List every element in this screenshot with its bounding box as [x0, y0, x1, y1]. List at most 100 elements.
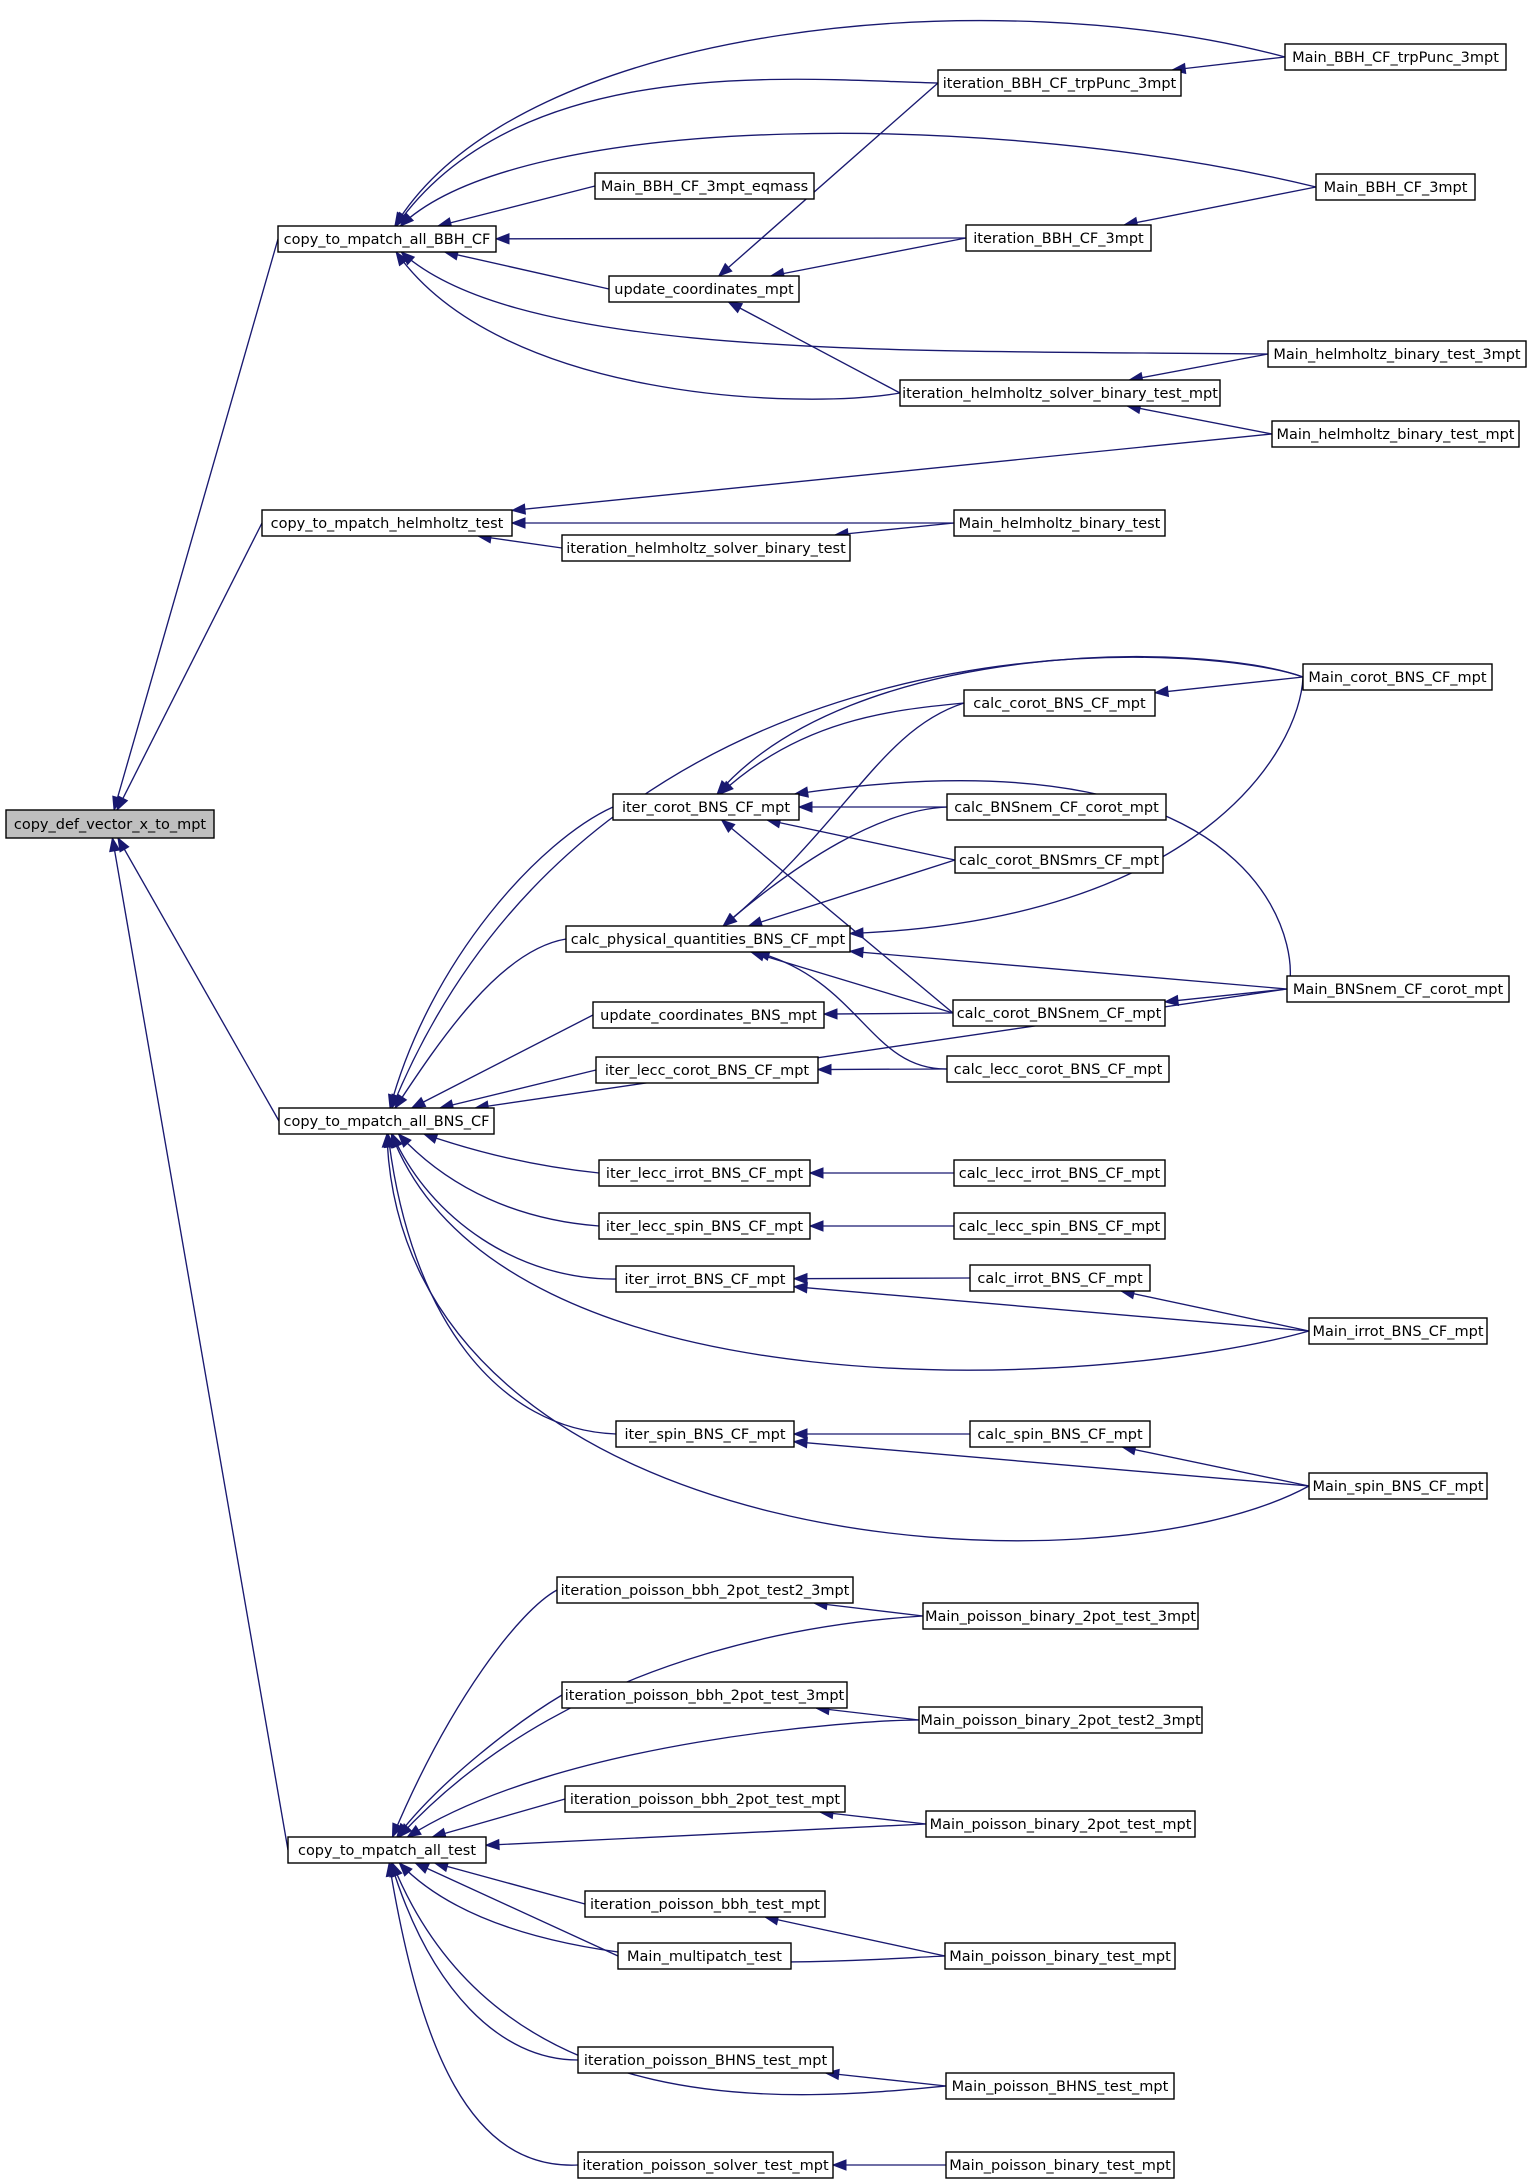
node-calc_spin[interactable]: calc_spin_BNS_CF_mpt	[969, 1420, 1151, 1448]
node-box[interactable]	[617, 1942, 792, 1970]
node-box[interactable]	[1308, 1472, 1488, 1500]
node-iter_lecc_irrot[interactable]: iter_lecc_irrot_BNS_CF_mpt	[598, 1159, 811, 1187]
node-box[interactable]	[261, 509, 513, 537]
node-main_corot[interactable]: Main_corot_BNS_CF_mpt	[1302, 663, 1493, 691]
node-upd_coord_bns[interactable]: update_coordinates_BNS_mpt	[592, 1001, 825, 1029]
node-iter_irrot[interactable]: iter_irrot_BNS_CF_mpt	[615, 1265, 795, 1293]
node-main_p_2pot_mpt[interactable]: Main_poisson_binary_2pot_test_mpt	[925, 1810, 1196, 1838]
node-calc_corot[interactable]: calc_corot_BNS_CF_mpt	[963, 689, 1156, 717]
node-box[interactable]	[564, 1785, 846, 1813]
node-box[interactable]	[952, 999, 1166, 1027]
node-helm_test[interactable]: copy_to_mpatch_helmholtz_test	[261, 509, 513, 537]
node-box[interactable]	[615, 1420, 795, 1448]
node-box[interactable]	[965, 224, 1152, 252]
node-main_helm_mpt[interactable]: Main_helmholtz_binary_test_mpt	[1271, 420, 1520, 448]
node-box[interactable]	[945, 2072, 1175, 2100]
node-box[interactable]	[1308, 1317, 1488, 1345]
node-it_p_bbh_2pot_3[interactable]: iteration_poisson_bbh_2pot_test_3mpt	[561, 1681, 848, 1709]
node-iter_spin[interactable]: iter_spin_BNS_CF_mpt	[615, 1420, 795, 1448]
node-box[interactable]	[565, 925, 851, 953]
node-root[interactable]: copy_def_vector_x_to_mpt	[5, 809, 215, 839]
node-calc_corot_bnsnem[interactable]: calc_corot_BNSnem_CF_mpt	[952, 999, 1166, 1027]
node-box[interactable]	[577, 2046, 834, 2074]
node-box[interactable]	[946, 1055, 1170, 1083]
node-it_p_solver[interactable]: iteration_poisson_solver_test_mpt	[577, 2151, 834, 2179]
node-box[interactable]	[598, 1212, 811, 1240]
node-box[interactable]	[918, 1706, 1203, 1734]
node-box[interactable]	[953, 509, 1166, 537]
node-box[interactable]	[922, 1602, 1199, 1630]
node-calc_lecc_spin[interactable]: calc_lecc_spin_BNS_CF_mpt	[953, 1212, 1166, 1240]
node-it_p_bbh_mpt[interactable]: iteration_poisson_bbh_test_mpt	[584, 1890, 826, 1918]
node-it_p_bbh_2pot_t2[interactable]: iteration_poisson_bbh_2pot_test2_3mpt	[556, 1576, 854, 1604]
node-box[interactable]	[556, 1576, 854, 1604]
node-box[interactable]	[969, 1264, 1151, 1292]
node-box[interactable]	[946, 793, 1167, 821]
node-main_p_2pot_t2[interactable]: Main_poisson_binary_2pot_test2_3mpt	[918, 1706, 1203, 1734]
node-main_bnsnem[interactable]: Main_BNSnem_CF_corot_mpt	[1286, 975, 1510, 1003]
node-box[interactable]	[598, 1159, 811, 1187]
node-calc_phys[interactable]: calc_physical_quantities_BNS_CF_mpt	[565, 925, 851, 953]
node-box[interactable]	[944, 1942, 1176, 1970]
node-box[interactable]	[954, 846, 1164, 874]
node-calc_bnsnem_corot[interactable]: calc_BNSnem_CF_corot_mpt	[946, 793, 1167, 821]
node-main_bbh_eqmass[interactable]: Main_BBH_CF_3mpt_eqmass	[594, 172, 815, 200]
node-main_bbh_trp[interactable]: Main_BBH_CF_trpPunc_3mpt	[1284, 43, 1507, 71]
node-box[interactable]	[899, 379, 1221, 407]
node-main_p_bin_mpt_b[interactable]: Main_poisson_binary_test_mpt	[945, 2151, 1175, 2179]
node-box[interactable]	[592, 1001, 825, 1029]
node-box[interactable]	[595, 1056, 819, 1084]
node-box[interactable]	[963, 689, 1156, 717]
node-calc_lecc_corot[interactable]: calc_lecc_corot_BNS_CF_mpt	[946, 1055, 1170, 1083]
node-calc_lecc_irrot[interactable]: calc_lecc_irrot_BNS_CF_mpt	[953, 1159, 1166, 1187]
node-box[interactable]	[1267, 340, 1527, 368]
node-box[interactable]	[577, 2151, 834, 2179]
node-box[interactable]	[561, 534, 851, 562]
node-main_multipatch[interactable]: Main_multipatch_test	[617, 1942, 792, 1970]
node-it_bbh_trp[interactable]: iteration_BBH_CF_trpPunc_3mpt	[937, 69, 1182, 97]
node-iter_lecc_corot[interactable]: iter_lecc_corot_BNS_CF_mpt	[595, 1056, 819, 1084]
node-main_spin[interactable]: Main_spin_BNS_CF_mpt	[1308, 1472, 1488, 1500]
node-box[interactable]	[945, 2151, 1175, 2179]
node-box[interactable]	[561, 1681, 848, 1709]
node-box[interactable]	[5, 809, 215, 839]
node-box[interactable]	[594, 172, 815, 200]
node-box[interactable]	[612, 793, 800, 821]
node-main_p_2pot_3[interactable]: Main_poisson_binary_2pot_test_3mpt	[922, 1602, 1199, 1630]
node-main_p_bhns[interactable]: Main_poisson_BHNS_test_mpt	[945, 2072, 1175, 2100]
node-box[interactable]	[287, 1836, 487, 1864]
node-iter_corot[interactable]: iter_corot_BNS_CF_mpt	[612, 793, 800, 821]
node-upd_coord_mpt[interactable]: update_coordinates_mpt	[608, 275, 800, 303]
node-box[interactable]	[953, 1159, 1166, 1187]
node-box[interactable]	[969, 1420, 1151, 1448]
node-box[interactable]	[953, 1212, 1166, 1240]
node-box[interactable]	[278, 1107, 495, 1135]
node-box[interactable]	[1302, 663, 1493, 691]
node-it_bbh_3mpt[interactable]: iteration_BBH_CF_3mpt	[965, 224, 1152, 252]
node-all_test[interactable]: copy_to_mpatch_all_test	[287, 1836, 487, 1864]
node-box[interactable]	[1271, 420, 1520, 448]
node-main_helm_3mpt[interactable]: Main_helmholtz_binary_test_3mpt	[1267, 340, 1527, 368]
node-it_helm_bin[interactable]: iteration_helmholtz_solver_binary_test	[561, 534, 851, 562]
node-it_p_bhns[interactable]: iteration_poisson_BHNS_test_mpt	[577, 2046, 834, 2074]
node-box[interactable]	[277, 225, 497, 253]
node-it_helm_bin_mpt[interactable]: iteration_helmholtz_solver_binary_test_m…	[899, 379, 1221, 407]
node-box[interactable]	[615, 1265, 795, 1293]
node-iter_lecc_spin[interactable]: iter_lecc_spin_BNS_CF_mpt	[598, 1212, 811, 1240]
node-bbh_cf[interactable]: copy_to_mpatch_all_BBH_CF	[277, 225, 497, 253]
node-box[interactable]	[584, 1890, 826, 1918]
node-calc_irrot[interactable]: calc_irrot_BNS_CF_mpt	[969, 1264, 1151, 1292]
node-main_helm[interactable]: Main_helmholtz_binary_test	[953, 509, 1166, 537]
node-box[interactable]	[937, 69, 1182, 97]
node-bns_cf[interactable]: copy_to_mpatch_all_BNS_CF	[278, 1107, 495, 1135]
node-box[interactable]	[1284, 43, 1507, 71]
node-it_p_bbh_2pot_mpt[interactable]: iteration_poisson_bbh_2pot_test_mpt	[564, 1785, 846, 1813]
node-box[interactable]	[925, 1810, 1196, 1838]
node-main_bbh_3mpt[interactable]: Main_BBH_CF_3mpt	[1315, 173, 1476, 201]
node-box[interactable]	[1286, 975, 1510, 1003]
node-box[interactable]	[608, 275, 800, 303]
node-main_p_bin_mpt_a[interactable]: Main_poisson_binary_test_mpt	[944, 1942, 1176, 1970]
node-main_irrot[interactable]: Main_irrot_BNS_CF_mpt	[1308, 1317, 1488, 1345]
node-calc_corot_bnsmrs[interactable]: calc_corot_BNSmrs_CF_mpt	[954, 846, 1164, 874]
node-box[interactable]	[1315, 173, 1476, 201]
